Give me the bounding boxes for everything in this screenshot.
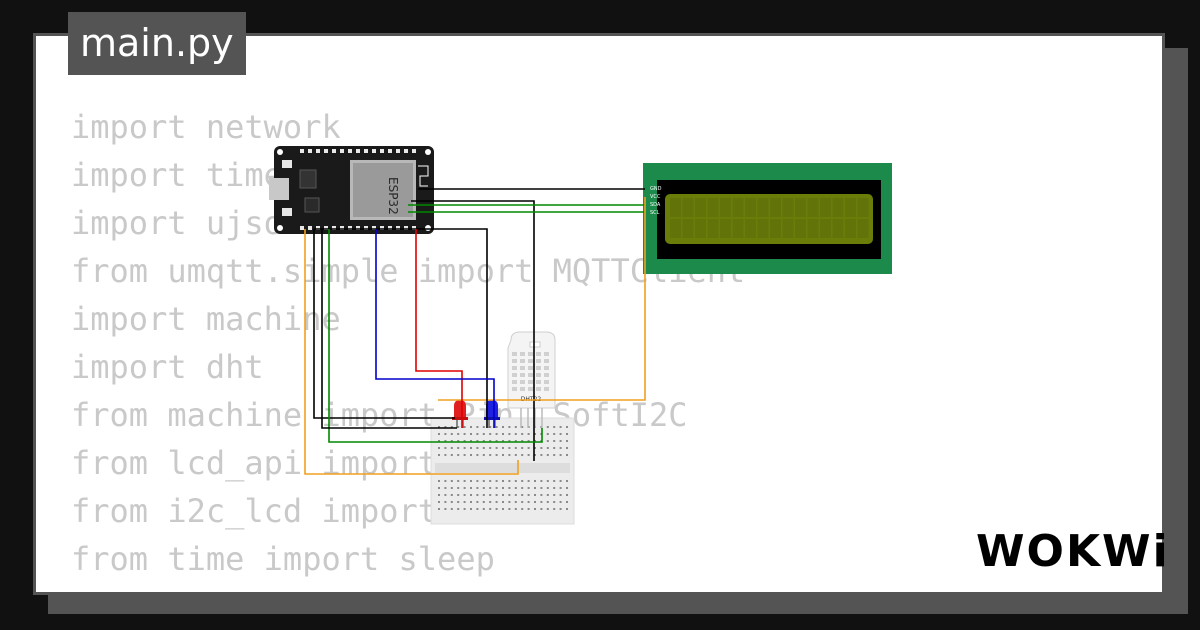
code-line: import network [71, 108, 341, 146]
file-tab[interactable]: main.py [68, 12, 246, 75]
code-line: from time import sleep [71, 540, 495, 578]
wire-red [415, 229, 463, 428]
wokwi-logo: WOKWi [976, 526, 1170, 577]
lcd-display: GND VCC SDA SCL [643, 163, 892, 274]
wire-orange [304, 229, 519, 475]
led-red [452, 400, 468, 428]
dht22-sensor: DHT22 [507, 331, 556, 428]
breadboard [430, 417, 575, 525]
led-blue [484, 400, 500, 428]
wire-black [313, 229, 455, 419]
wire-blue [375, 229, 495, 428]
wire-orange [438, 197, 646, 401]
code-line: import machine [71, 300, 341, 338]
code-line: import dht [71, 348, 264, 386]
lcd-pin-label: SCL [650, 210, 660, 216]
wires [304, 188, 646, 475]
wire-green [328, 229, 543, 443]
lcd-pin-label: GND [650, 186, 662, 192]
code-line: import time [71, 156, 283, 194]
lcd-pin-label: VCC [650, 194, 661, 200]
lcd-pin-label: SDA [650, 202, 661, 208]
esp32-board: ESP32 [269, 146, 434, 234]
wire-black [314, 228, 488, 428]
breadboard-holes [438, 426, 568, 510]
wire-black [411, 200, 535, 461]
wire-black [321, 229, 457, 429]
esp32-chip-label: ESP32 [386, 177, 400, 215]
